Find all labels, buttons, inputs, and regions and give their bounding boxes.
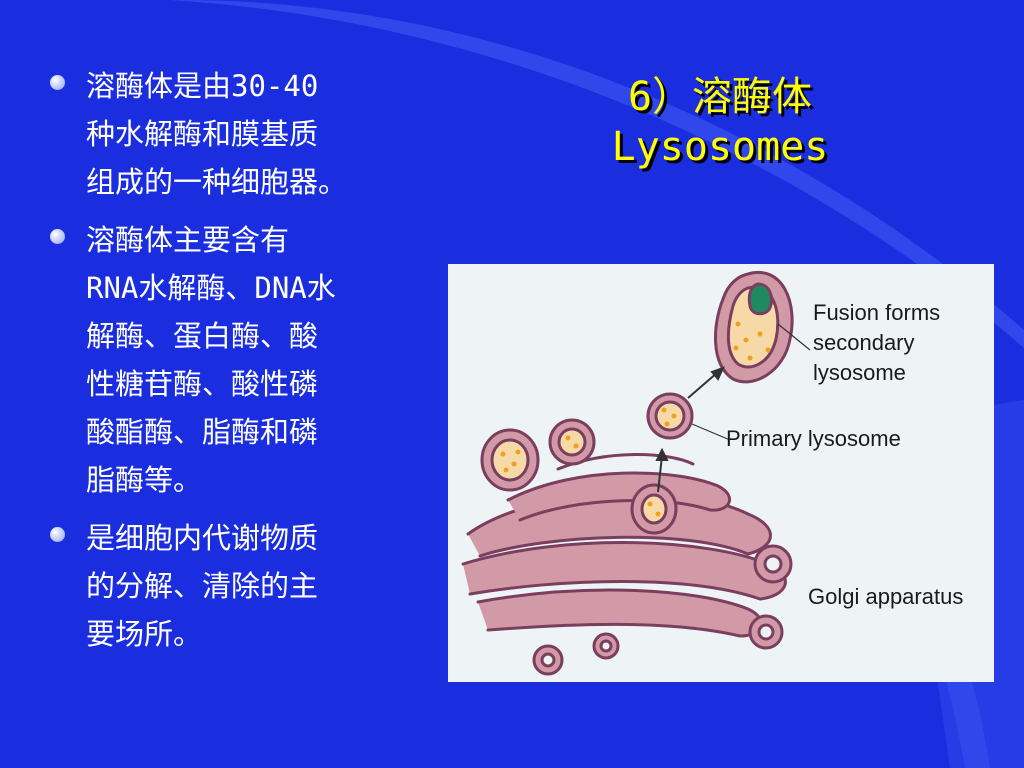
budding-vesicles-icon [480,418,678,535]
lysosome-diagram: Fusion forms secondary lysosome Primary … [448,264,994,682]
enzyme-dots [500,321,771,517]
bullet-dot-icon [50,229,65,244]
golgi-apparatus-icon [461,453,793,676]
bullet-text: 溶酶体是由30-40 种水解酶和膜基质 组成的一种细胞器。 [86,69,348,199]
primary-lysosome-icon [646,392,694,440]
bullet-item: 溶酶体是由30-40 种水解酶和膜基质 组成的一种细胞器。 [48,62,428,206]
label-leaders [691,323,811,441]
bullet-item: 是细胞内代谢物质 的分解、清除的主 要场所。 [48,514,428,658]
bullet-text: 是细胞内代谢物质 的分解、清除的主 要场所。 [86,521,319,651]
bullet-text: 溶酶体主要含有 RNA水解酶、DNA水 解酶、蛋白酶、酸 性糖苷酶、酸性磷 酸酯… [86,223,336,497]
bullet-dot-icon [50,75,65,90]
label-secondary-lysosome: Fusion forms secondary lysosome [813,300,941,385]
secondary-lysosome-icon [714,270,794,384]
title-chinese: 6）溶酶体 [627,74,813,120]
bullet-dot-icon [50,527,65,542]
label-golgi-apparatus: Golgi apparatus [808,584,964,609]
bullet-list: 溶酶体是由30-40 种水解酶和膜基质 组成的一种细胞器。 溶酶体主要含有 RN… [48,62,428,668]
title-english: Lysosomes [611,124,829,170]
label-primary-lysosome: Primary lysosome [726,426,901,451]
golgi-lysosome-illustration [461,270,811,676]
arrows [655,366,725,493]
bullet-item: 溶酶体主要含有 RNA水解酶、DNA水 解酶、蛋白酶、酸 性糖苷酶、酸性磷 酸酯… [48,216,428,504]
slide-title: 6）溶酶体 Lysosomes [560,72,880,172]
